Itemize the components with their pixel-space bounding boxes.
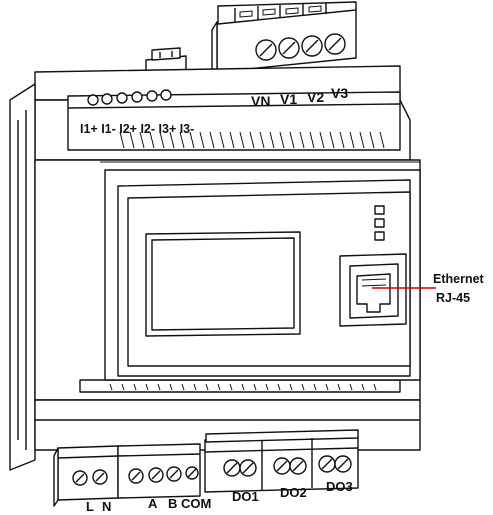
lcd-display (145, 231, 301, 337)
label-v3: V3 (331, 85, 348, 101)
label-rj45: RJ-45 (436, 291, 470, 305)
label-vn: VN (251, 93, 270, 109)
label-com: COM (181, 496, 211, 511)
output-labels: DO1 DO2 DO3 (232, 479, 353, 504)
output-terminal-block (204, 429, 359, 493)
status-leds (374, 205, 385, 241)
label-ethernet: Ethernet (433, 272, 485, 286)
current-terminal-strip (67, 89, 401, 151)
label-a: A (148, 496, 158, 511)
voltage-labels: VN V1 V2 V3 (251, 85, 348, 109)
power-labels: L N (86, 499, 111, 514)
label-do2: DO2 (280, 485, 307, 500)
ethernet-labels: Ethernet RJ-45 (433, 272, 485, 305)
lower-ribbing (109, 383, 377, 391)
current-terminal-labels: I1+ I1- I2+ I2- I3+ I3- (80, 122, 194, 136)
rj45-port (339, 253, 407, 327)
label-v1: V1 (280, 91, 297, 107)
voltage-screw-terminals (255, 33, 346, 61)
power-terminal-block (53, 445, 119, 507)
label-do3: DO3 (326, 479, 353, 494)
label-do1: DO1 (232, 489, 259, 504)
label-b: B (168, 496, 177, 511)
label-v2: V2 (307, 89, 324, 105)
voltage-terminal-block (211, 1, 357, 79)
label-n: N (102, 499, 111, 514)
rs485-labels: A B COM (148, 496, 211, 511)
label-l: L (86, 499, 94, 514)
rs485-terminal-block (117, 443, 201, 499)
